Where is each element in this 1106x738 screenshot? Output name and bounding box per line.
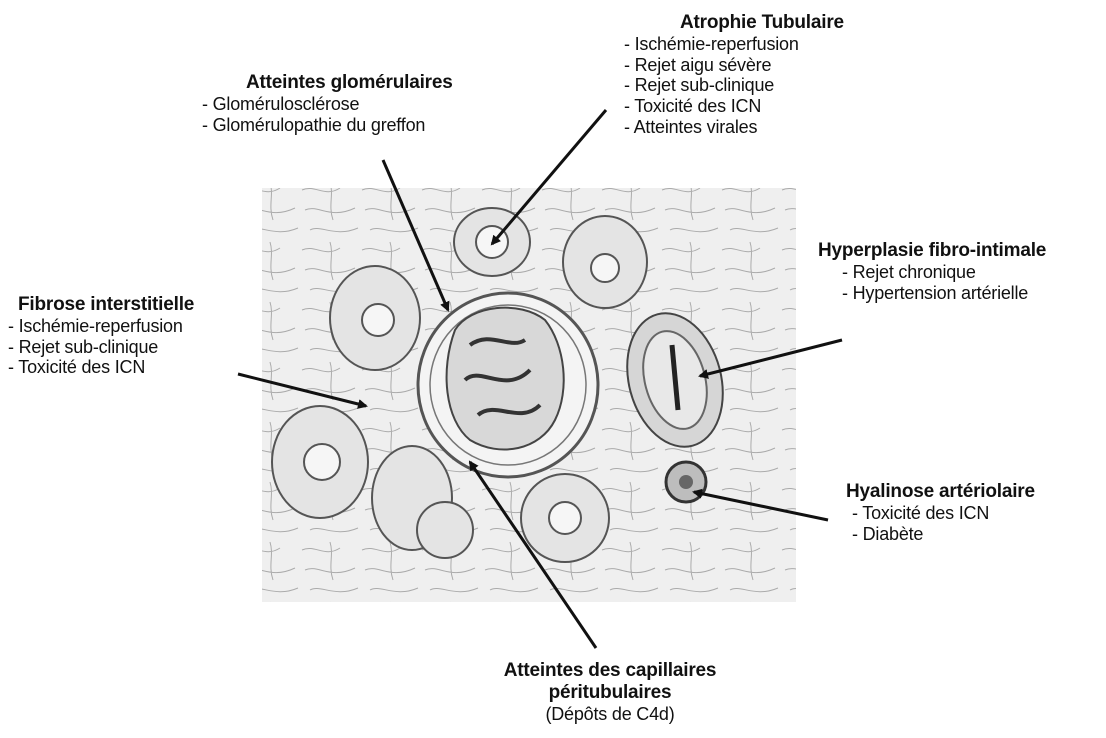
hyalinose-item: - Toxicité des ICN: [846, 503, 1035, 524]
capillaires-title-line2: péritubulaires: [470, 682, 750, 704]
capillaires-subtitle: (Dépôts de C4d): [470, 704, 750, 725]
glomerulus-sketch: [418, 293, 598, 477]
hyperplasie-item: - Hypertension artérielle: [818, 283, 1046, 304]
label-atrophie-tubulaire: Atrophie Tubulaire - Ischémie-reperfusio…: [624, 12, 844, 137]
fibrose-item: - Rejet sub-clinique: [8, 337, 194, 358]
glomerulaires-item: - Glomérulopathie du greffon: [202, 115, 453, 136]
capillaires-title-line1: Atteintes des capillaires: [470, 660, 750, 682]
arteriole-sketch: [666, 462, 706, 502]
atrophie-item: - Atteintes virales: [624, 117, 844, 138]
atrophie-item: - Toxicité des ICN: [624, 96, 844, 117]
label-hyalinose-arteriolaire: Hyalinose artériolaire - Toxicité des IC…: [846, 481, 1035, 544]
fibrose-item: - Ischémie-reperfusion: [8, 316, 194, 337]
label-atteintes-glomerulaires: Atteintes glomérulaires - Glomérulosclér…: [202, 72, 453, 135]
glomerulaires-item: - Glomérulosclérose: [202, 94, 453, 115]
atrophie-item: - Ischémie-reperfusion: [624, 34, 844, 55]
label-fibrose-interstitielle: Fibrose interstitielle - Ischémie-reperf…: [8, 294, 194, 378]
atrophie-title: Atrophie Tubulaire: [624, 12, 844, 34]
label-capillaires-peritubulaires: Atteintes des capillaires péritubulaires…: [470, 660, 750, 724]
glomerulaires-title: Atteintes glomérulaires: [202, 72, 453, 94]
label-hyperplasie-fibro-intimale: Hyperplasie fibro-intimale - Rejet chron…: [818, 240, 1046, 303]
hyperplasie-item: - Rejet chronique: [818, 262, 1046, 283]
atrophie-item: - Rejet sub-clinique: [624, 75, 844, 96]
fibrose-title: Fibrose interstitielle: [8, 294, 194, 316]
hyalinose-title: Hyalinose artériolaire: [846, 481, 1035, 503]
fibrose-item: - Toxicité des ICN: [8, 357, 194, 378]
hyperplasie-title: Hyperplasie fibro-intimale: [818, 240, 1046, 262]
hyalinose-item: - Diabète: [846, 524, 1035, 545]
atrophie-item: - Rejet aigu sévère: [624, 55, 844, 76]
